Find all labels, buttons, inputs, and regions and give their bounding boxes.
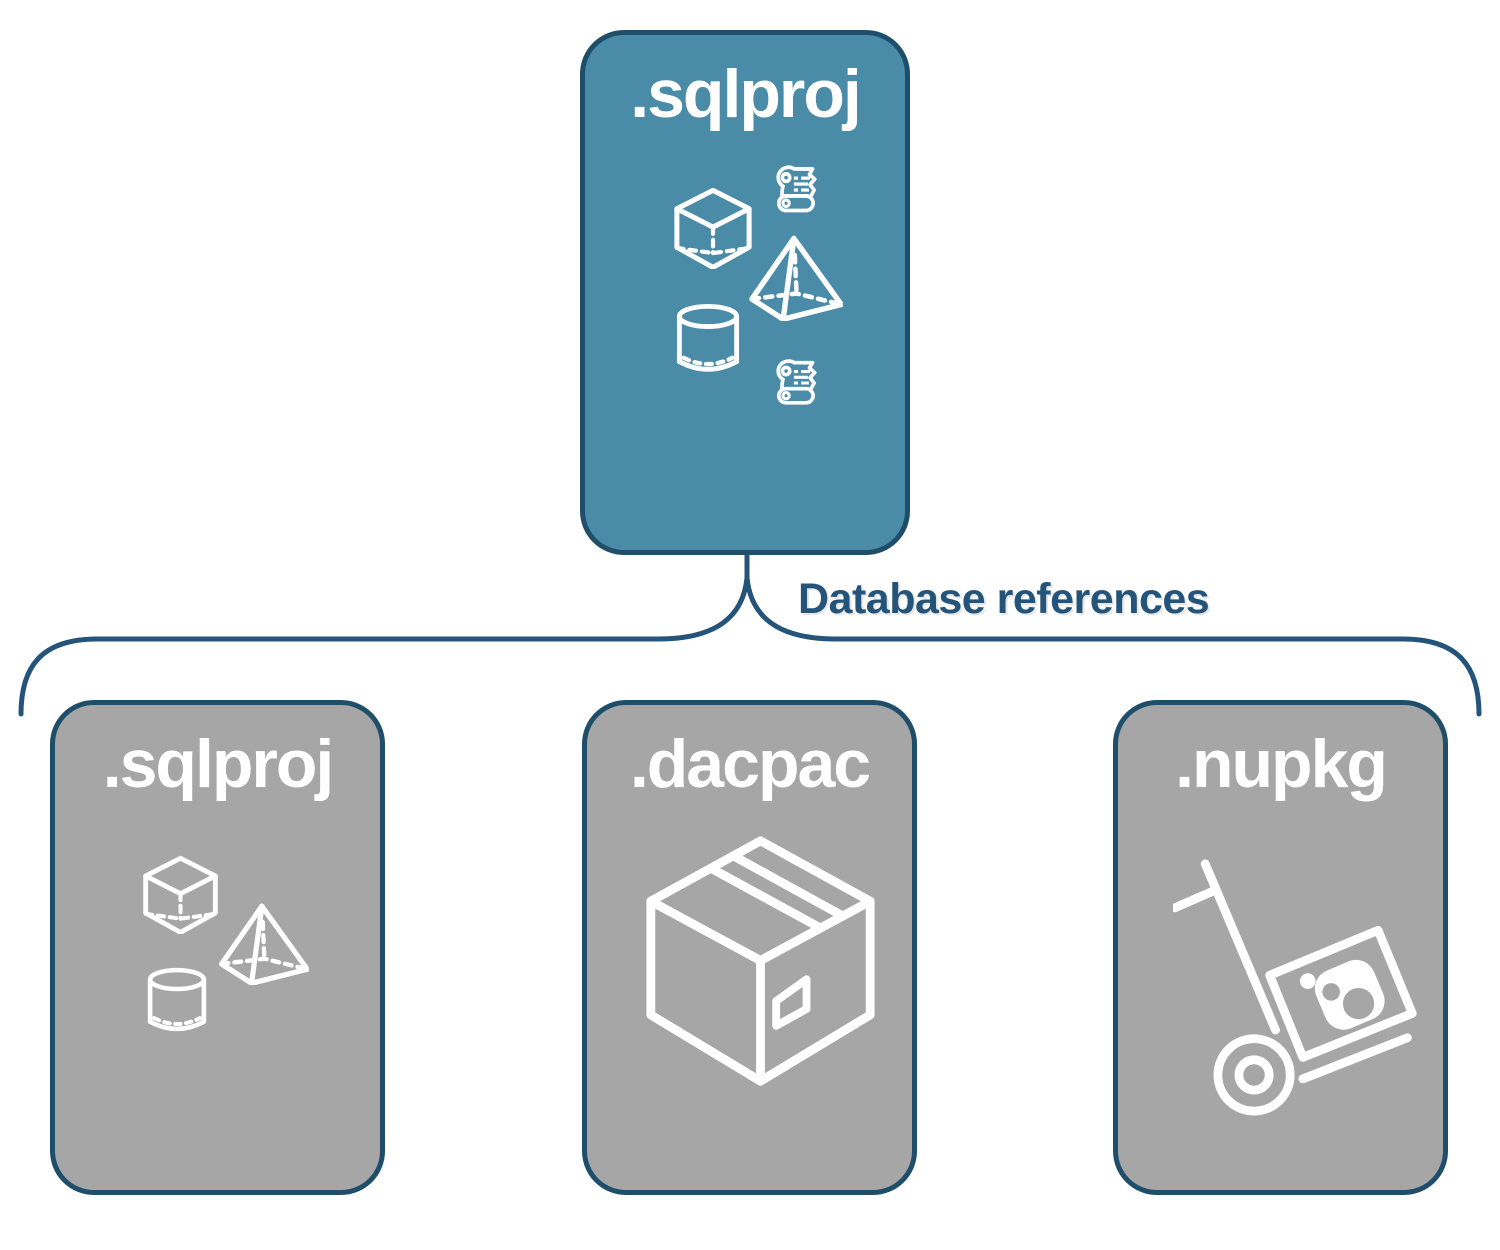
scroll-icon <box>776 165 817 213</box>
cube-icon <box>140 855 221 934</box>
cylinder-icon <box>146 967 208 1037</box>
pyramid-icon <box>213 901 309 985</box>
edge-label: Database references <box>798 575 1210 623</box>
cylinder-icon <box>675 303 741 378</box>
node-root-title: .sqlproj <box>630 56 862 132</box>
scroll-icon <box>776 359 817 405</box>
node-child-title: .nupkg <box>1175 726 1388 802</box>
nuget-dolly-icon <box>1173 857 1423 1116</box>
package-box-icon <box>643 831 878 1093</box>
node-child-dacpac: .dacpac <box>582 700 917 1195</box>
node-child-title: .dacpac <box>629 726 871 802</box>
node-child-nupkg: .nupkg <box>1113 700 1448 1195</box>
node-child-title: .sqlproj <box>102 726 335 802</box>
node-child-sqlproj: .sqlproj <box>50 700 385 1195</box>
node-root-sqlproj: .sqlproj <box>580 30 910 555</box>
pyramid-icon <box>743 233 843 321</box>
